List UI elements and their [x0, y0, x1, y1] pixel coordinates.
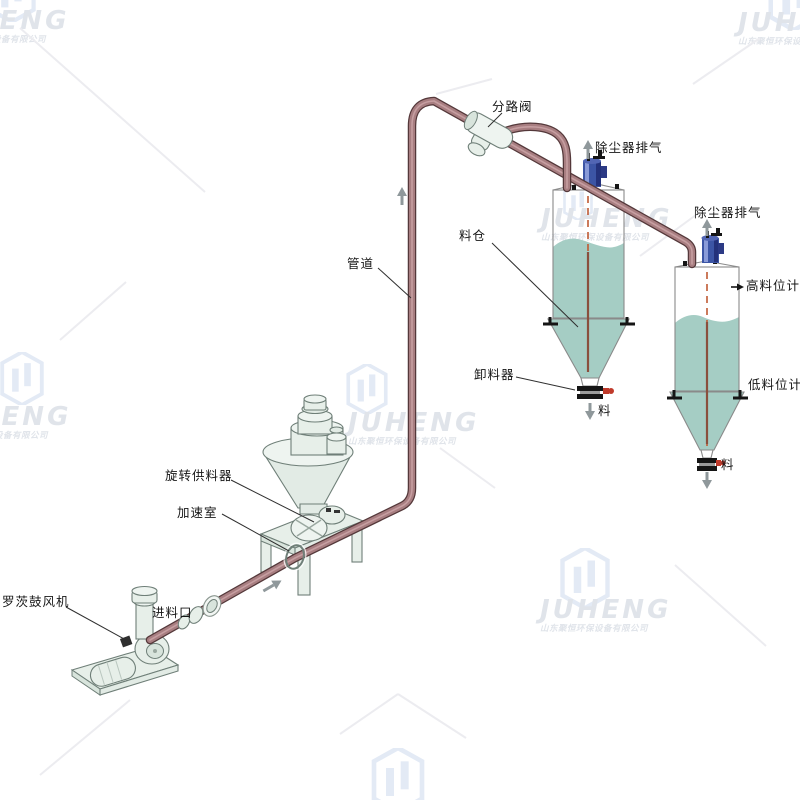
silo-2	[667, 219, 748, 489]
silo-2-feet	[667, 390, 748, 400]
blower-motor	[89, 656, 136, 687]
watermark-brand: JUHENG	[0, 6, 70, 36]
rotary-feeder	[262, 394, 354, 542]
watermark-brand: JUHENG	[0, 402, 72, 432]
discharger-unit-1	[577, 386, 614, 399]
flow-arrow-vertical	[397, 187, 407, 205]
watermark-company: 山东聚恒环保设备有限公司	[0, 431, 49, 441]
exhaust-arrow-1	[583, 140, 593, 159]
watermark-brand: JUHENG	[540, 595, 672, 625]
watermark-company: 山东聚恒环保设备有限公司	[348, 437, 457, 447]
watermark-company: 山东聚恒环保设备有限公司	[0, 35, 47, 45]
watermark: JUHENG 山东聚恒环保设备有限公司	[540, 597, 671, 634]
watermark-lines	[19, 27, 767, 776]
pipeline	[145, 96, 697, 645]
dust-collector-2	[701, 228, 724, 263]
acceleration-chamber	[283, 542, 307, 572]
watermark-company: 山东聚恒环保设备有限公司	[541, 233, 650, 243]
side-vent	[326, 426, 347, 455]
watermark: JUHENG 山东聚恒环保设备有限公司	[0, 404, 71, 441]
watermark: JUHENG 山东聚恒环保设备有限公司	[0, 8, 69, 45]
pipe-couplings	[177, 595, 222, 630]
roots-blower	[70, 585, 180, 696]
material-arrow-2	[702, 472, 712, 489]
high-level-sensor	[731, 283, 744, 291]
watermark-company: 山东聚恒环保设备有限公司	[738, 37, 800, 47]
material-arrow-1	[585, 403, 595, 420]
exhaust-arrow-2	[702, 219, 712, 236]
flow-arrow-incline	[262, 580, 282, 593]
diverter-valve	[463, 110, 514, 157]
watermark: JUHENG 山东聚恒环保设备有限公司	[738, 10, 800, 47]
silo-1-feet	[543, 317, 635, 326]
blower-intake	[131, 585, 158, 640]
discharger-unit-2	[697, 458, 726, 471]
dust-collector-1	[583, 150, 607, 187]
rotary-valve	[290, 503, 346, 542]
silo-1	[543, 140, 635, 420]
watermark-company: 山东聚恒环保设备有限公司	[540, 624, 649, 634]
leader-lines	[65, 112, 579, 641]
watermark-brand: JUHENG	[738, 8, 800, 38]
